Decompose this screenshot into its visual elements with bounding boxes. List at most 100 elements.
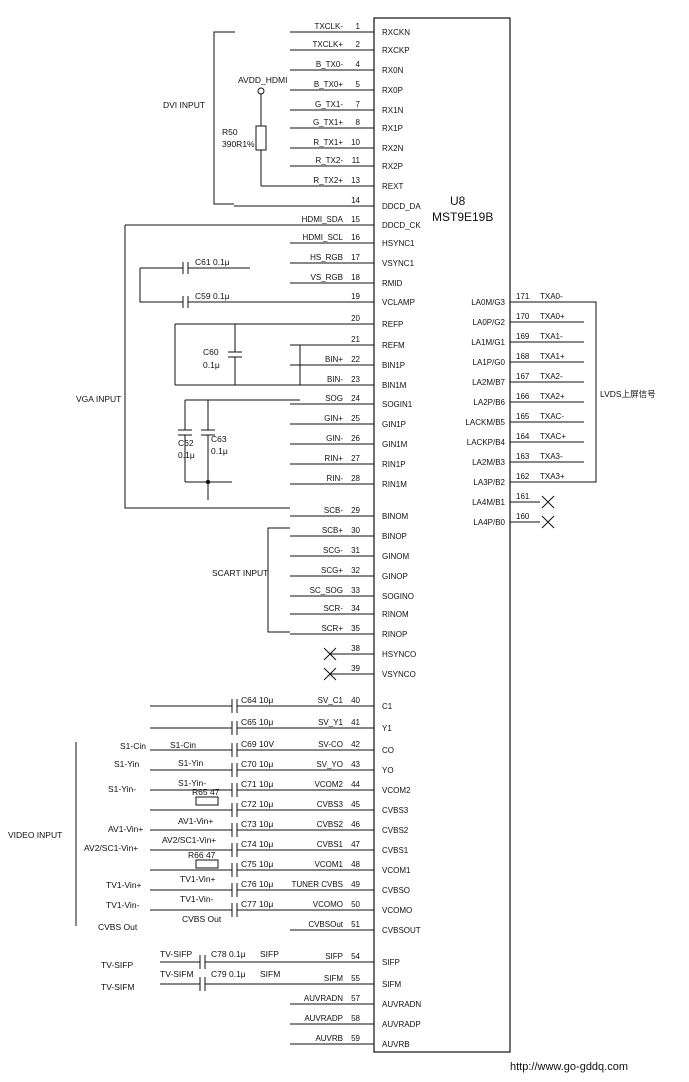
net-label: AUVRADN [304,994,343,1003]
pin-name: RX0P [382,86,403,95]
pin-number: 54 [351,952,360,961]
pin-number: 164 [516,432,530,441]
pin-name: LA4M/B1 [472,498,505,507]
cap-c77: C77 10μ [150,899,290,917]
pin-name: GINOP [382,572,408,581]
sifp-wire [160,955,374,969]
net-label: VCOM2 [315,780,344,789]
net-label: HDMI_SDA [302,215,344,224]
vga-cap-net-left [139,268,183,303]
pin-name: RX0N [382,66,404,75]
sifm-wire [160,977,374,991]
dvi-input-label: DVI INPUT [163,100,205,110]
pin-name: GIN1M [382,440,408,449]
net-label: SCB+ [322,526,343,535]
cap-label: C72 10μ [241,799,273,809]
pin-number: 165 [516,412,530,421]
chip-part: MST9E19B [432,210,493,224]
net-label: SV_YO [316,760,343,769]
net-label: TXCLK- [315,22,344,31]
cap-c76: C76 10μ [150,879,290,897]
cap-c65: C65 10μ [150,717,290,735]
pin-name: LA0P/G2 [473,318,506,327]
net-label: SCB- [324,506,343,515]
net-label: VCOMO [313,900,343,909]
net-label: CVBS2 [317,820,344,829]
pin-number: 2 [356,40,361,49]
pin-name: VCLAMP [382,298,415,307]
net-label: TXCLK+ [313,40,344,49]
net-label: TXA0+ [540,312,565,321]
r50-resistor [255,125,267,151]
net-label: GIN- [326,434,343,443]
net-label: SCG- [323,546,343,555]
tv-sifp-net: TV-SIFP [160,949,192,959]
pin-name: CVBS2 [382,826,409,835]
r50-value: 390R1% [222,139,255,149]
net-label: HDMI_SCL [303,233,344,242]
net-label: BIN- [327,375,343,384]
pin-number: 1 [356,22,361,31]
cap-label: C75 10μ [241,859,273,869]
pin-name: RMID [382,279,403,288]
pin-number: 160 [516,512,530,521]
c59-label: C59 0.1μ [195,291,230,301]
r66-resistor [195,859,219,869]
s1-cin-net: S1-Cin [170,740,196,750]
net-label: G_TX1+ [313,118,343,127]
av1-net: AV1-Vin+ [178,816,213,826]
pin-number: 30 [351,526,360,535]
net-label: TXAC- [540,412,564,421]
c63-cap [201,400,215,482]
av2-net: AV2/SC1-Vin+ [162,835,216,845]
r66-label: R66 47 [188,850,216,860]
pin-number: 169 [516,332,530,341]
scart-bracket [267,527,290,633]
tv-sifp-arrow-label: TV-SIFP [101,960,133,970]
pin-number: 49 [351,880,360,889]
pin-name: LA4P/B0 [473,518,505,527]
pin-name: RXCKN [382,28,410,37]
cap-label: C65 10μ [241,717,273,727]
r65-resistor [195,796,219,806]
pin-name: YO [382,766,394,775]
net-label: TUNER CVBS [291,880,343,889]
net-label: SV_Y1 [318,718,343,727]
refp-net [174,323,374,385]
c62-cap [178,400,192,482]
pin-name: RX2P [382,162,403,171]
pin-name: BINOP [382,532,407,541]
net-label: TXA2+ [540,392,565,401]
pin-number: 58 [351,1014,360,1023]
s1-yin-m-arrow-label: S1-Yin- [108,784,136,794]
vga-gnd-net [185,399,300,500]
no-connect-mark [323,647,337,661]
pin-name: AUVRB [382,1040,410,1049]
vga-junction [205,479,211,485]
c62-label: C62 [178,438,194,448]
lvds-label: LVDS上屏信号 [600,389,656,399]
pin-name: REFP [382,320,403,329]
video-input-label: VIDEO INPUT [8,830,62,840]
sifp-net: SIFP [260,949,279,959]
pin-name: LACKM/B5 [465,418,505,427]
pin-number: 18 [351,273,360,282]
pin-name: BIN1P [382,361,405,370]
cap-label: C77 10μ [241,899,273,909]
c63-value: 0.1μ [211,446,228,456]
